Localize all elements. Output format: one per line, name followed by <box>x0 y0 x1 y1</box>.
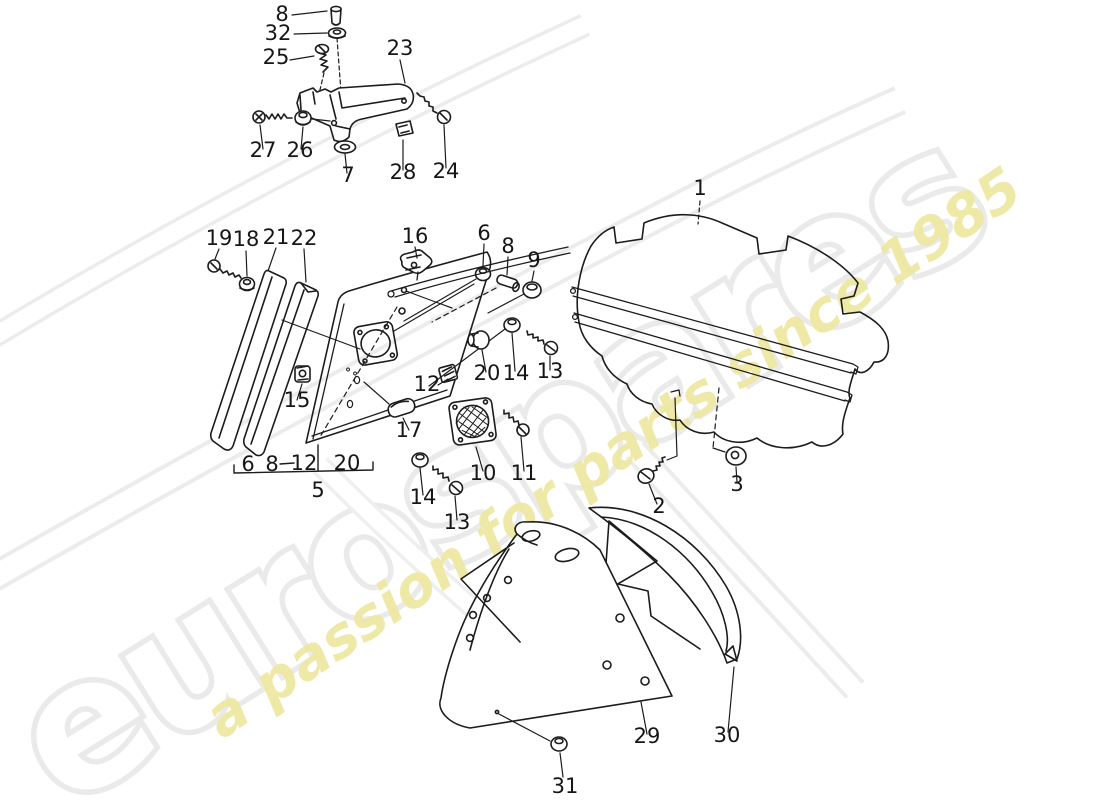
callout-23: 23 <box>387 36 414 60</box>
part-8-pin <box>496 274 520 293</box>
callout-6: 6 <box>477 221 490 245</box>
part-22-trim-strip <box>242 281 320 457</box>
callout-12: 12 <box>414 372 441 396</box>
callout-labels: 8 32 25 23 27 26 7 28 24 19 18 21 22 16 … <box>206 2 744 798</box>
speaker-ring-opening <box>353 320 399 366</box>
swoosh-arcs <box>0 14 907 699</box>
pointer-8-dashed <box>431 287 497 323</box>
part-15-clip <box>294 365 311 383</box>
part-11-screw <box>503 409 530 437</box>
callout-25: 25 <box>263 45 290 69</box>
panel-dashed-line <box>319 306 398 438</box>
part-31-grommet <box>498 713 568 752</box>
callout-24: 24 <box>433 159 460 183</box>
part-12-clip <box>438 363 459 384</box>
part-21-trim-strip <box>209 269 288 451</box>
callout-17: 17 <box>396 418 423 442</box>
part-30-side-panel <box>588 506 742 664</box>
part-27-screw <box>252 110 293 124</box>
pointer-6-to-panel <box>403 278 477 322</box>
leader-1-dashed <box>697 200 701 225</box>
part-24-screw <box>416 92 452 125</box>
callout-14-up: 14 <box>503 361 530 385</box>
callout-18: 18 <box>233 227 260 251</box>
callout-29: 29 <box>634 724 661 748</box>
part-32-speed-nut <box>327 27 347 39</box>
callout-14-low: 14 <box>410 485 437 509</box>
group-bracket-5 <box>233 444 374 474</box>
callout-10: 10 <box>470 461 497 485</box>
callout-13-up: 13 <box>537 359 564 383</box>
drawing-layer <box>207 5 890 778</box>
callout-9: 9 <box>527 248 540 272</box>
callout-group-8: 8 <box>265 452 278 476</box>
part-19-screw <box>207 259 242 279</box>
callout-19: 19 <box>206 226 233 250</box>
leaders-bottom <box>559 666 735 778</box>
part-3-washer <box>712 387 747 466</box>
callout-group-5: 5 <box>311 478 324 502</box>
callout-1: 1 <box>693 176 706 200</box>
support-rod <box>387 246 571 298</box>
pointer-14-to-panel <box>428 328 506 387</box>
callout-31: 31 <box>552 774 579 798</box>
callout-group-6: 6 <box>241 452 254 476</box>
part-18-nut <box>238 276 256 292</box>
callout-22: 22 <box>291 226 318 250</box>
leaders-panel <box>296 243 551 521</box>
part-14-grommet-lower <box>411 452 429 468</box>
part-8-pin-top <box>330 5 342 26</box>
callout-15: 15 <box>284 388 311 412</box>
pointer-9-to-panel <box>487 293 525 314</box>
callout-26: 26 <box>287 138 314 162</box>
part-13-screw-lower <box>432 465 464 496</box>
callout-3: 3 <box>730 472 743 496</box>
part-10-speaker-grille <box>448 397 497 446</box>
pointer-strips-to-panel <box>281 319 361 350</box>
part-1-parcel-shelf <box>569 200 890 449</box>
part-25-screw <box>314 43 330 73</box>
callout-11: 11 <box>511 461 538 485</box>
callout-32: 32 <box>265 21 292 45</box>
callout-30: 30 <box>714 723 741 747</box>
callout-20: 20 <box>474 361 501 385</box>
callout-7: 7 <box>341 163 354 187</box>
callout-16: 16 <box>402 224 429 248</box>
leader-26-to-bracket <box>311 118 331 122</box>
callout-27: 27 <box>250 138 277 162</box>
pointer-17-to-panel <box>363 381 390 405</box>
pointer-ring-to-grommet <box>393 283 475 332</box>
leaders-topleft <box>259 10 447 174</box>
part-14-grommet-upper <box>503 317 521 333</box>
callout-8-top: 8 <box>275 2 288 26</box>
pointer-2-bent <box>666 389 681 461</box>
part-9-cap <box>522 281 542 299</box>
part-17-pad <box>387 397 416 418</box>
part-7-washer <box>333 140 357 154</box>
shelf-trim-strips <box>569 286 859 403</box>
callout-13-low: 13 <box>444 510 471 534</box>
part-26-nut <box>294 110 312 126</box>
part-29-quarter-panel <box>439 521 673 729</box>
part-2-screw <box>637 456 666 484</box>
callout-2: 2 <box>652 494 665 518</box>
callout-group-20: 20 <box>334 451 361 475</box>
part-16-clip <box>399 249 433 275</box>
part-20-plug <box>467 330 490 350</box>
callout-8-mid: 8 <box>501 234 514 258</box>
leaders-shelf <box>648 466 738 505</box>
leaders-strips <box>214 247 307 283</box>
callout-21: 21 <box>263 225 290 249</box>
part-13-screw-upper <box>526 330 559 356</box>
part-28-clip <box>395 120 414 137</box>
callout-28: 28 <box>390 160 417 184</box>
callout-group-12: 12 <box>291 451 318 475</box>
